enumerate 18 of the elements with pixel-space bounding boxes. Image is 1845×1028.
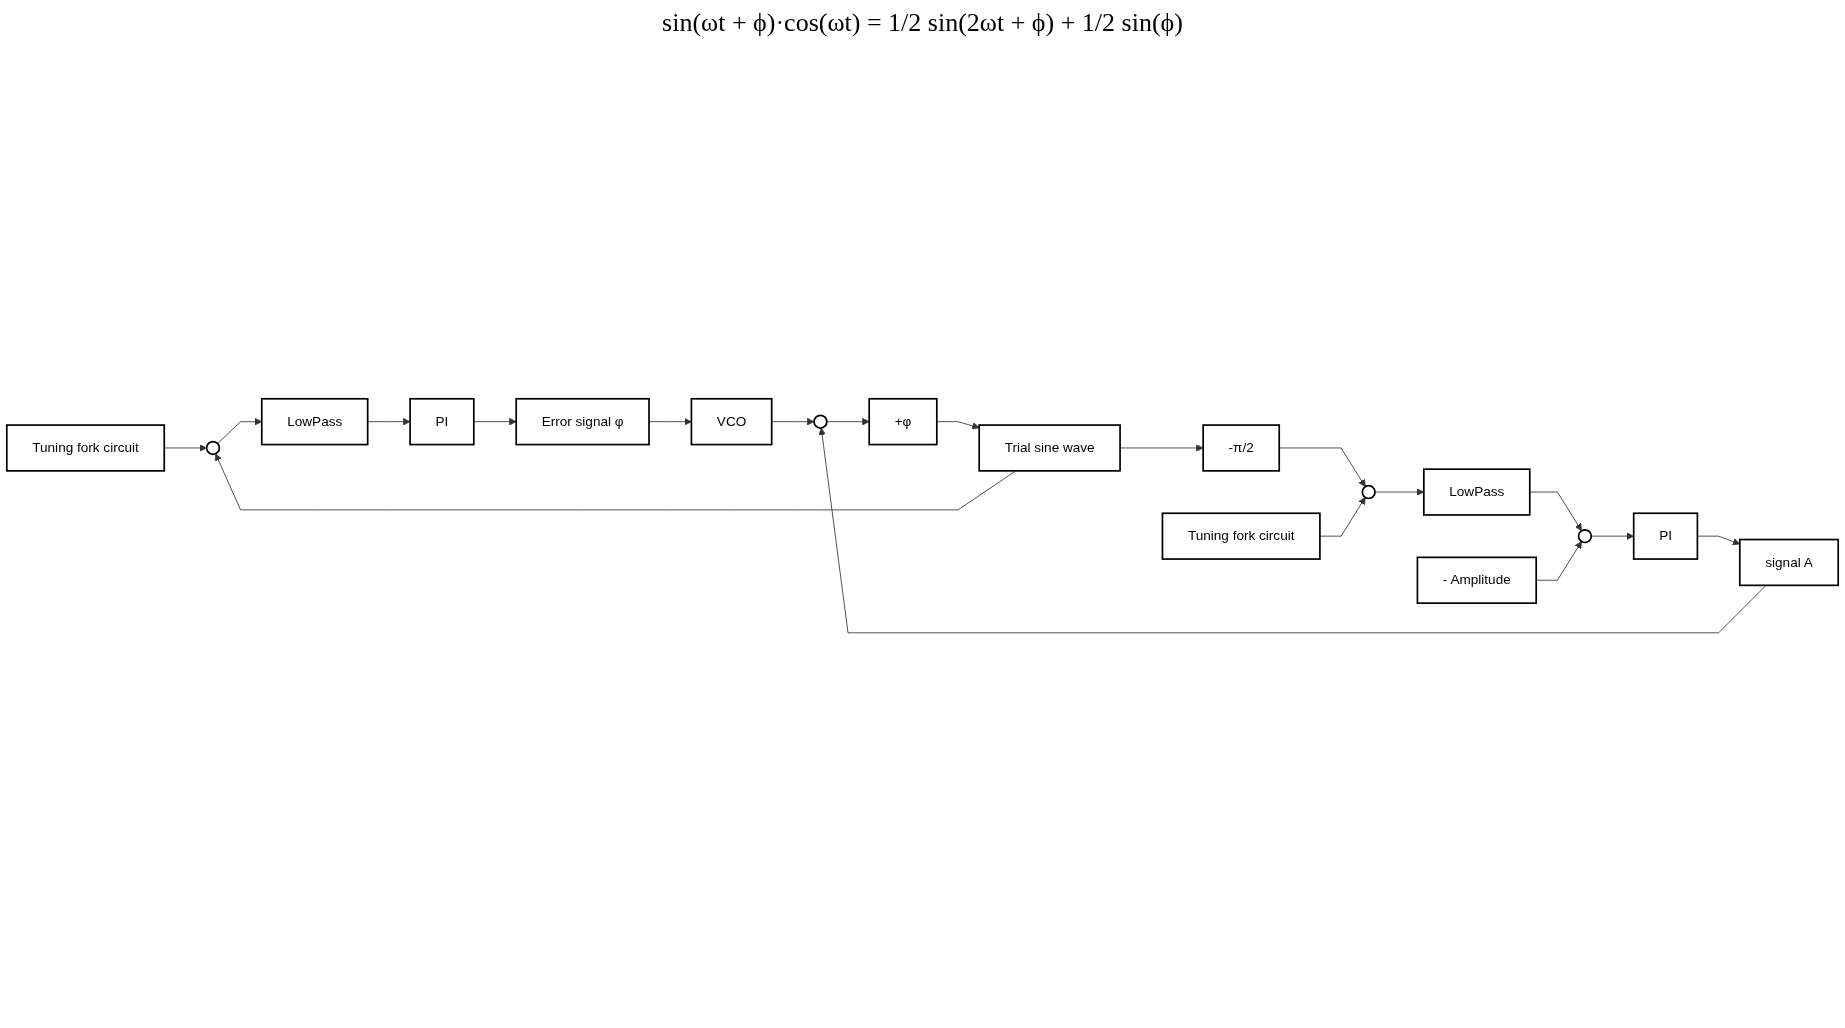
node-box: Tuning fork circuit	[1161, 512, 1321, 561]
node-box: Trial sine wave	[978, 424, 1121, 472]
node-box: signal A	[1738, 538, 1840, 587]
formula-text: sin(ωt + ϕ)·cos(ωt) = 1/2 sin(2ωt + ϕ) + 1/2 sin(ϕ)	[661, 8, 1184, 38]
node-circle	[205, 440, 221, 456]
node-box: LowPass	[1423, 468, 1531, 516]
node-box: -π/2	[1202, 424, 1281, 472]
node-circle	[1361, 485, 1376, 500]
node-box: Error signal φ	[515, 398, 650, 446]
node-circle	[813, 414, 828, 430]
node-box: PI	[1632, 512, 1699, 561]
node-circle	[1577, 529, 1593, 544]
node-box: LowPass	[260, 398, 369, 446]
node-box: +φ	[868, 398, 938, 446]
node-box: Tuning fork circuit	[5, 424, 166, 472]
node-box: - Amplitude	[1416, 556, 1538, 605]
node-box: PI	[409, 398, 475, 446]
node-box: VCO	[690, 398, 773, 446]
